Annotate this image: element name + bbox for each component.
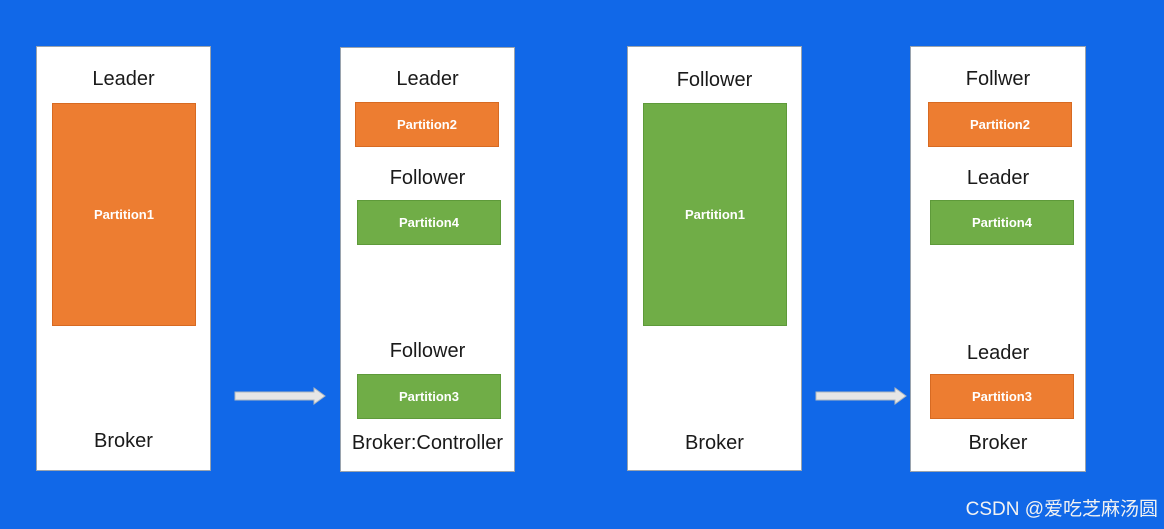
csdn-watermark: CSDN @爱吃芝麻汤圆 [965,499,1158,520]
partition-block-partition2: Partition2 [928,102,1072,147]
partition-block-partition1: Partition1 [643,103,787,326]
broker-box-4: Follwer Partition2 Leader Partition4 Lea… [910,46,1086,472]
partition-block-partition3: Partition3 [930,374,1074,419]
partition-block-partition2: Partition2 [355,102,499,147]
broker-controller-label: Broker:Controller [351,432,504,454]
role-label-follower: Follwer [965,68,1031,90]
role-label-follower: Follower [389,340,466,362]
broker-box-3: Follower Partition1 Broker [627,46,802,471]
partition-block-partition3: Partition3 [357,374,501,419]
role-label-leader: Leader [966,167,1030,189]
partition-block-partition1: Partition1 [52,103,196,326]
role-label-leader: Leader [92,68,155,90]
broker-label: Broker [968,432,1028,454]
broker-label: Broker [94,430,153,452]
transition-arrow-2 [815,387,907,405]
broker-label: Broker [685,432,744,454]
broker-box-2: Leader Partition2 Follower Partition4 Fo… [340,47,515,472]
role-label-leader: Leader [396,68,459,90]
role-label-leader: Leader [966,342,1030,364]
partition-block-partition4: Partition4 [357,200,501,245]
role-label-follower: Follower [389,167,466,189]
partition-block-partition4: Partition4 [930,200,1074,245]
role-label-follower: Follower [676,69,753,91]
broker-box-1: Leader Partition1 Broker [36,46,211,471]
transition-arrow-1 [234,387,326,405]
